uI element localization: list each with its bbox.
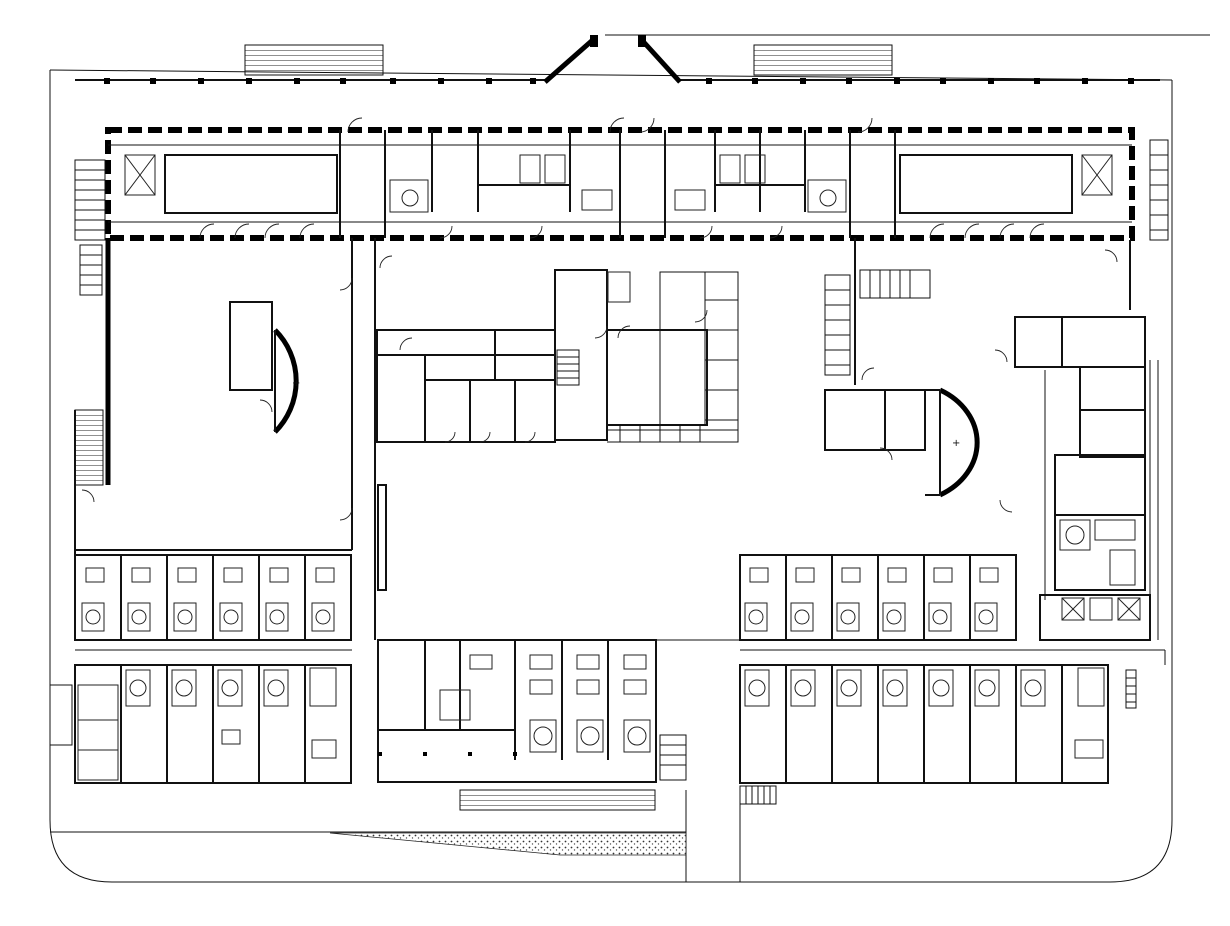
site-outline xyxy=(49,34,1210,883)
south-corridor xyxy=(75,649,1166,665)
stair-north-left xyxy=(74,159,106,296)
left-rooms-lower xyxy=(49,664,352,784)
top-facade xyxy=(75,35,1160,84)
stair-north-right xyxy=(1149,139,1169,241)
svg-text:+: + xyxy=(292,378,300,389)
front-canopy-left xyxy=(244,44,384,76)
right-wing: + xyxy=(824,238,1159,640)
hall-right xyxy=(899,154,1073,214)
facade-pillars xyxy=(104,78,1134,84)
front-canopy-right xyxy=(753,44,893,76)
gravel-strip xyxy=(329,832,687,856)
central-core xyxy=(374,238,739,640)
left-wing: + xyxy=(74,238,353,640)
hall-left xyxy=(164,154,338,214)
right-rooms-upper xyxy=(739,554,1151,641)
south-canopy xyxy=(459,789,656,811)
right-rooms-lower xyxy=(739,664,1137,805)
left-rooms-upper xyxy=(74,554,352,641)
north-wing xyxy=(105,117,1135,241)
svg-text:+: + xyxy=(952,438,960,449)
center-bottom-block xyxy=(377,639,740,811)
